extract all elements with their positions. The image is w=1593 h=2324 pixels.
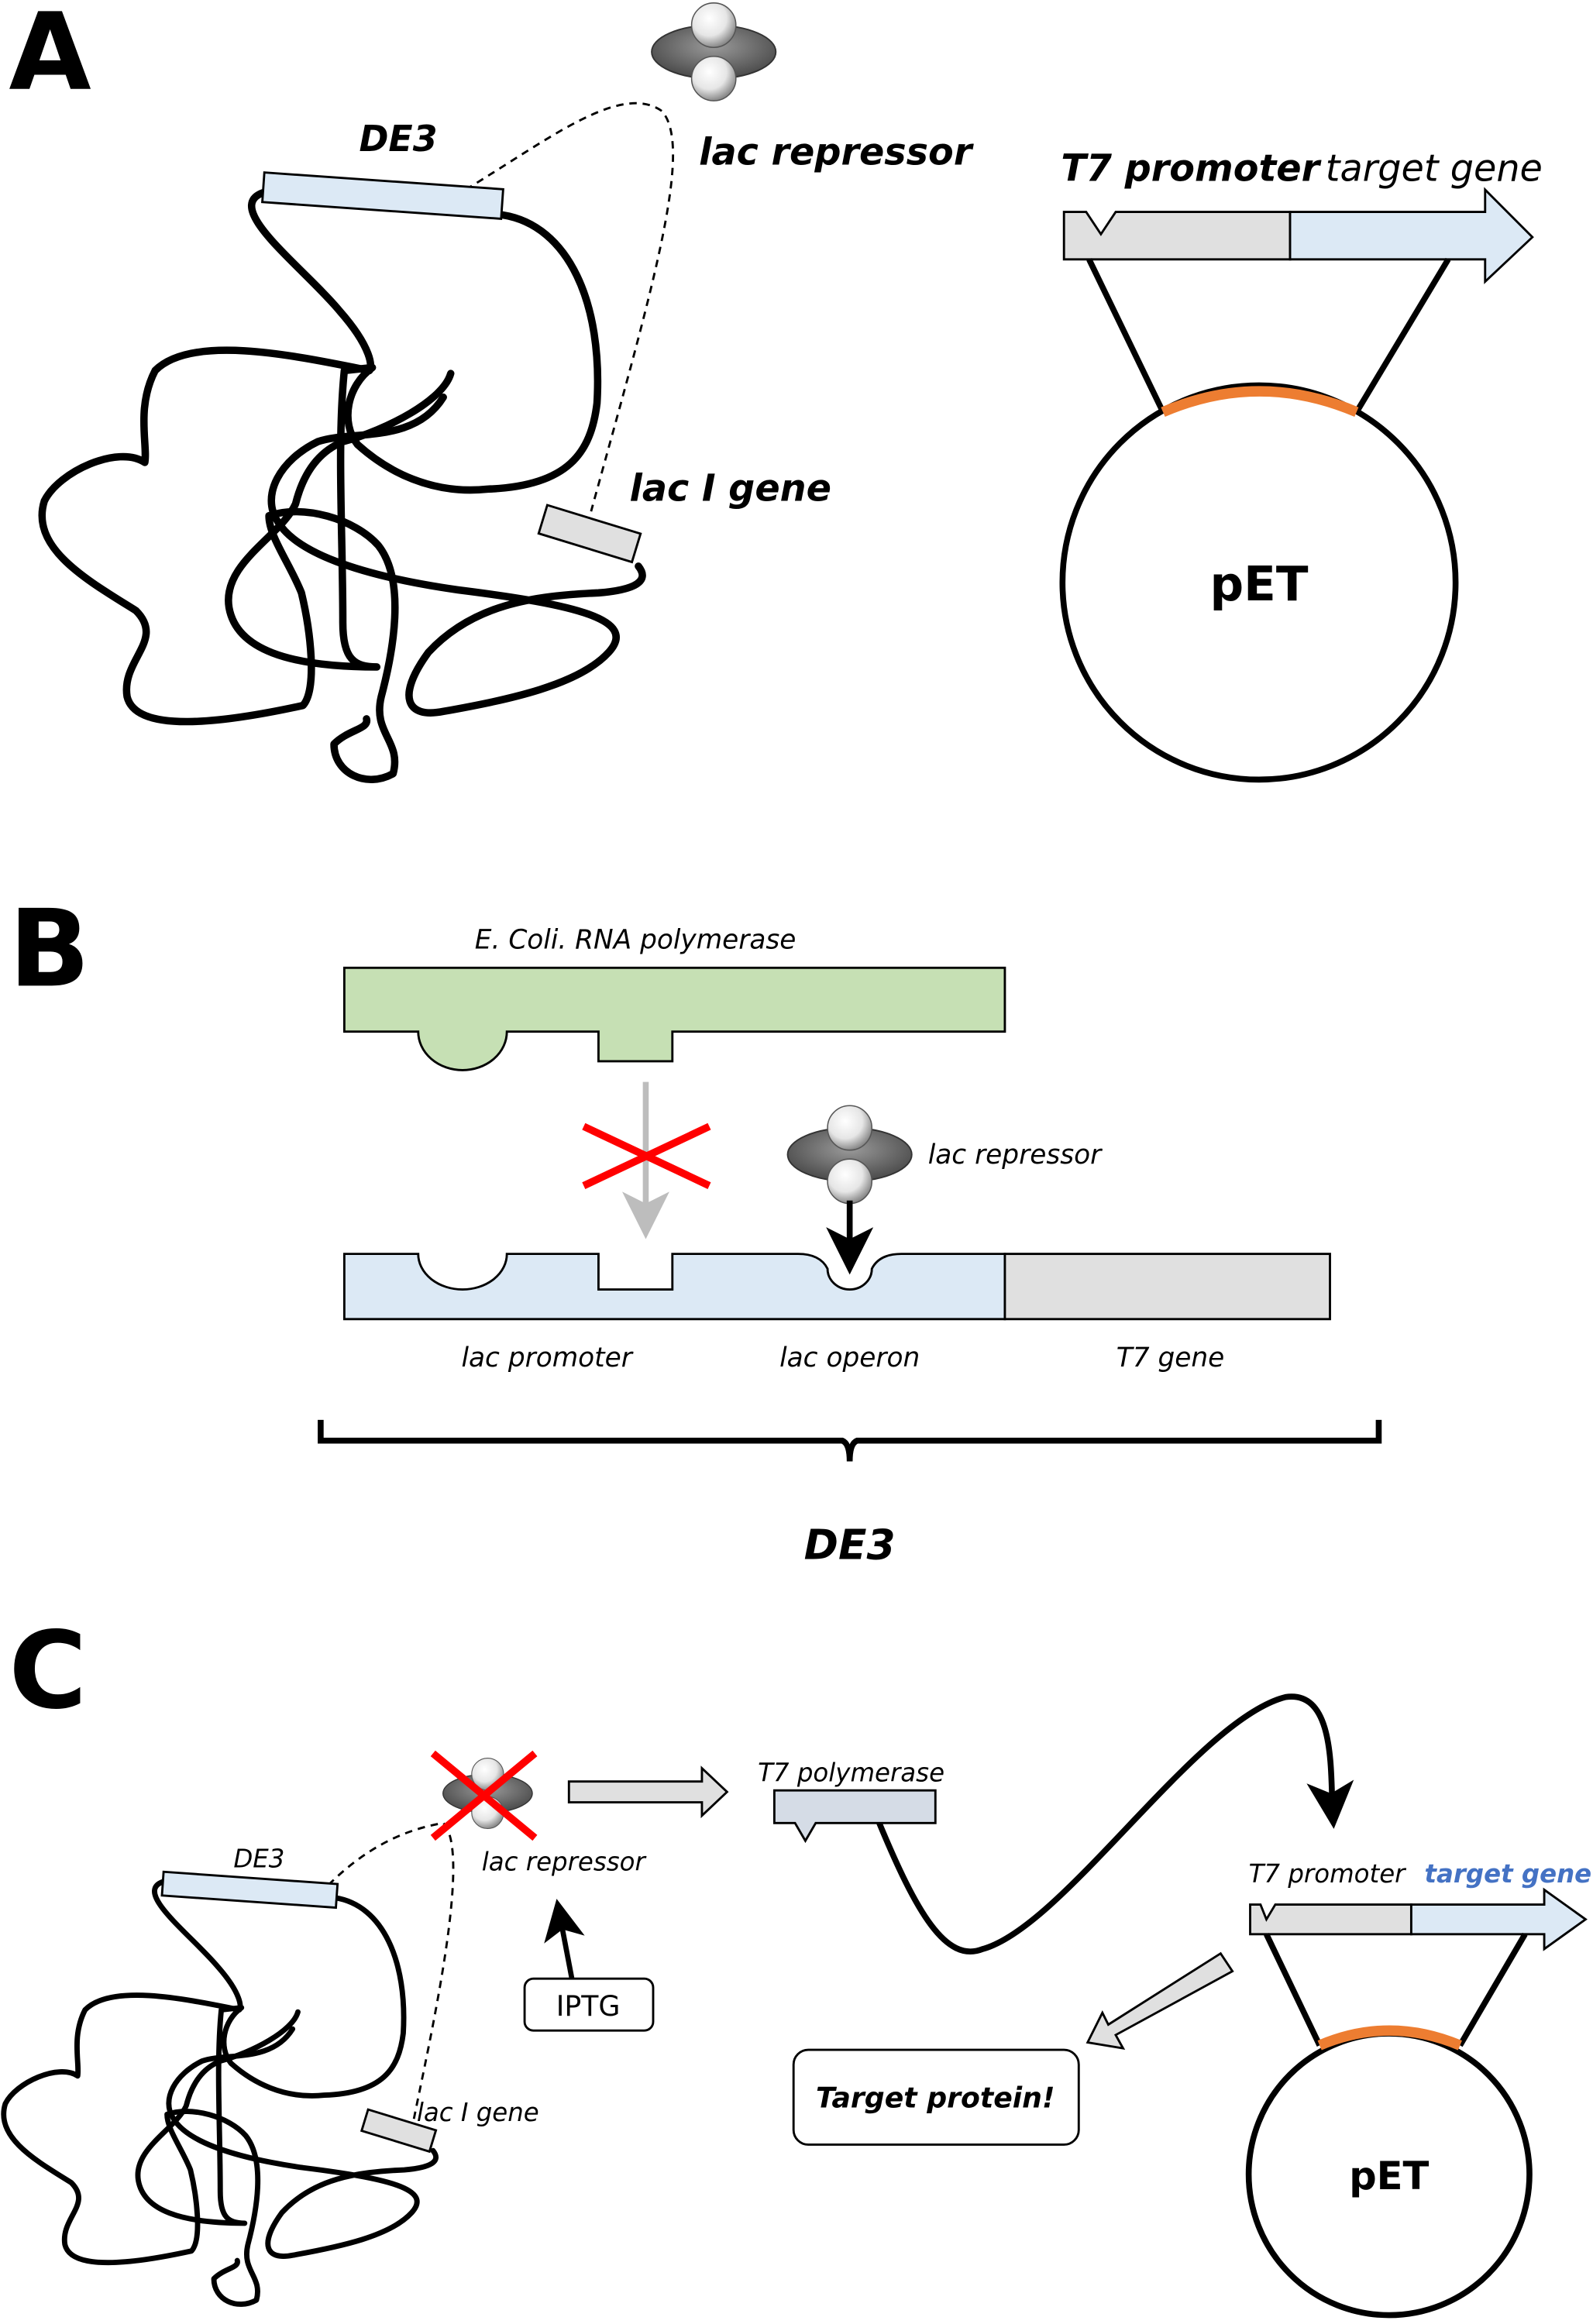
t7-promoter-box: [1062, 211, 1292, 261]
red-cross-icon: [582, 1122, 711, 1189]
lac-repressor-label-b: lac repressor: [928, 1140, 1103, 1171]
t7-polymerase-path-arrow: [876, 1693, 1354, 1954]
iptg-label: IPTG: [556, 1989, 621, 2023]
insert-line-left: [1086, 258, 1166, 414]
repressor-link-dashed-line: [465, 101, 674, 512]
repressor-link-dashed-line-c: [309, 1821, 455, 2120]
lac-i-gene-box-c: [360, 2108, 438, 2154]
insert-line-right-c: [1457, 1932, 1528, 2047]
lac-promoter-operon-region: [342, 1253, 1006, 1321]
induction-arrow: [567, 1765, 729, 1819]
insert-site-arc: [1161, 386, 1359, 418]
insert-site-arc-c: [1317, 2025, 1462, 2051]
t7-polymerase-box: [772, 1789, 937, 1844]
lac-repressor-label-c: lac repressor: [482, 1847, 648, 1876]
insert-line-left-c: [1264, 1933, 1323, 2047]
lac-promoter-label: lac promoter: [461, 1342, 633, 1373]
de3-label-c: DE3: [233, 1844, 284, 1874]
insert-line-right: [1354, 257, 1451, 414]
iptg-arrow: [544, 1899, 585, 1979]
expression-arrow: [1086, 1951, 1234, 2051]
red-cross-icon-c: [430, 1750, 538, 1841]
target-gene-label: target gene: [1326, 147, 1543, 190]
de3-region-box: [261, 171, 504, 220]
de3-brace: [318, 1419, 1382, 1462]
lac-i-gene-box: [537, 504, 642, 564]
pet-label: pET: [1209, 557, 1308, 612]
t7-promoter-box-c: [1249, 1903, 1412, 1936]
panel-label-a: A: [9, 0, 91, 115]
t7-gene-box: [1003, 1253, 1331, 1321]
bacterial-chromosome-c: [4, 1882, 436, 2304]
t7-promoter-label-c: T7 promoter: [1249, 1859, 1408, 1889]
lac-operon-label: lac operon: [779, 1342, 920, 1373]
t7-polymerase-label: T7 polymerase: [758, 1758, 944, 1788]
bacterial-chromosome: [42, 193, 642, 780]
panel-label-b: B: [9, 887, 90, 1011]
target-gene-arrow: [1289, 187, 1534, 284]
t7-promoter-label: T7 promoter: [1061, 147, 1322, 190]
pet-plasmid-circle: [1059, 382, 1459, 783]
target-gene-label-c: target gene: [1425, 1859, 1592, 1889]
de3-label-b: DE3: [804, 1521, 896, 1569]
target-gene-arrow-c: [1409, 1887, 1588, 1951]
lac-repressor-icon-b: [786, 1105, 913, 1205]
target-protein-label: Target protein!: [816, 2082, 1055, 2115]
de3-label: DE3: [359, 118, 437, 160]
panel-label-c: C: [9, 1609, 87, 1733]
target-protein-box: [792, 2048, 1080, 2146]
lac-i-gene-label: lac I gene: [629, 468, 831, 511]
pet-label-c: pET: [1349, 2154, 1429, 2199]
lac-i-gene-label-c: lac I gene: [417, 2098, 539, 2127]
de3-region-box-c: [160, 1870, 339, 1910]
t7-gene-label: T7 gene: [1116, 1342, 1224, 1373]
ecoli-rna-polymerase: [342, 966, 1006, 1071]
rna-polymerase-label: E. Coli. RNA polymerase: [475, 924, 796, 955]
lac-repressor-icon: [651, 2, 777, 102]
iptg-box: [523, 1977, 655, 2032]
lac-repressor-label: lac repressor: [699, 131, 975, 174]
